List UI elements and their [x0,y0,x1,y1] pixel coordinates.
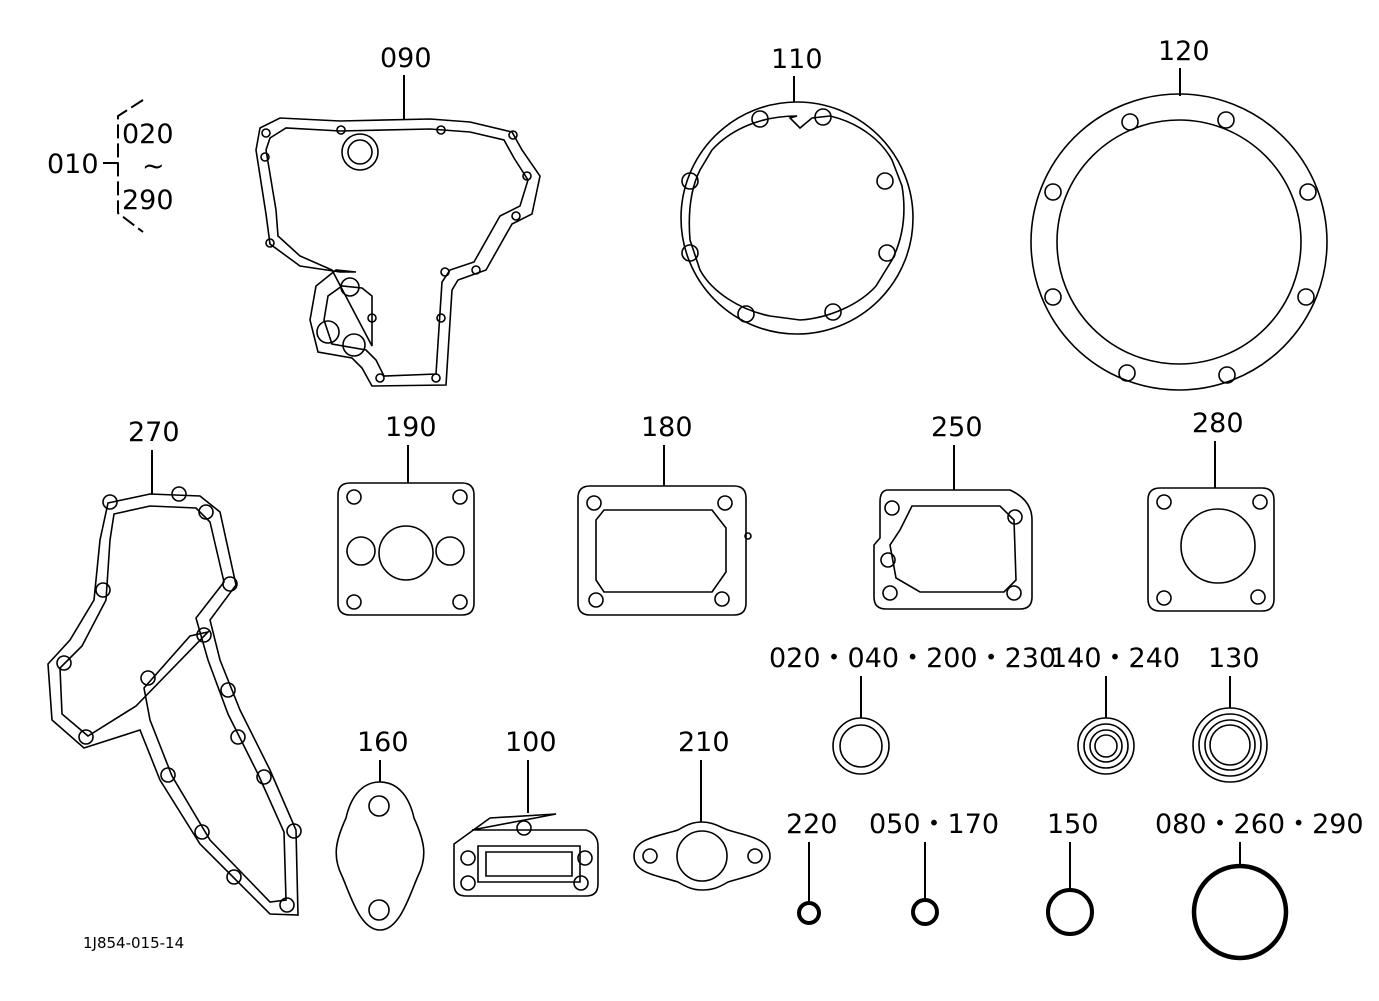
callout-020: 020・040・200・230 [769,643,1056,674]
seal-140[interactable]: 140・240 [1050,643,1180,775]
callout-210: 210 [678,727,730,758]
gasket-210[interactable]: 210 [633,727,771,891]
callout-220: 220 [786,809,838,840]
callout-120: 120 [1158,36,1210,67]
callout-270: 270 [128,417,180,448]
seal-020[interactable]: 020・040・200・230 [769,643,1056,775]
oring-220[interactable]: 220 [786,809,838,925]
callout-190: 190 [385,412,437,443]
gasket-180[interactable]: 180 [577,412,752,616]
group-label: 010 [47,149,99,180]
oring-150[interactable]: 150 [1046,809,1099,936]
group-range-tilde: ~ [142,151,165,182]
callout-280: 280 [1192,408,1244,439]
gasket-120[interactable]: 120 [1030,36,1328,391]
group-bracket: 010 020 ~ 290 [47,99,174,233]
gasket-270[interactable]: 270 [47,417,302,916]
callout-080: 080・260・290 [1155,809,1364,840]
drawing-code: 1J854-015-14 [83,934,184,952]
callout-050: 050・170 [869,809,999,840]
gasket-110[interactable]: 110 [680,44,914,335]
gasket-160[interactable]: 160 [335,727,425,931]
callout-180: 180 [641,412,693,443]
callout-150: 150 [1047,809,1099,840]
oring-080[interactable]: 080・260・290 [1155,809,1364,961]
callout-090: 090 [380,43,432,74]
callout-110: 110 [771,44,823,75]
oring-050[interactable]: 050・170 [869,809,999,926]
callout-140: 140・240 [1050,643,1180,674]
group-range-end: 290 [122,185,174,216]
gasket-100[interactable]: 100 [453,727,599,897]
gasket-250[interactable]: 250 [873,412,1033,610]
gasket-190[interactable]: 190 [337,412,475,616]
callout-100: 100 [505,727,557,758]
group-range-start: 020 [122,119,174,150]
seal-130[interactable]: 130 [1192,643,1268,783]
callout-160: 160 [357,727,409,758]
gasket-280[interactable]: 280 [1147,408,1275,612]
gasket-090[interactable]: 090 [255,43,541,387]
callout-250: 250 [931,412,983,443]
callout-130: 130 [1208,643,1260,674]
